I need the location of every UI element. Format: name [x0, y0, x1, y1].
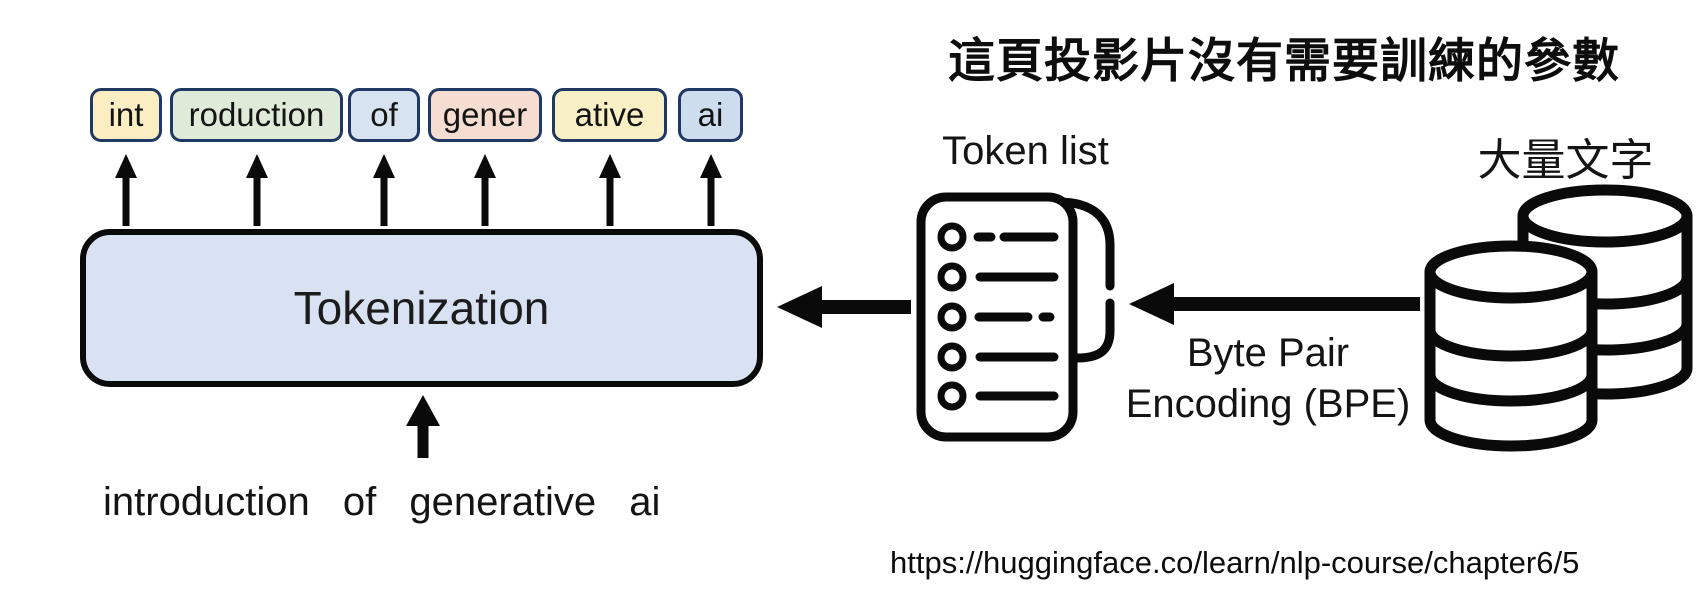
- database-stack-icon: [1424, 184, 1693, 452]
- token-chip-ai: ai: [678, 88, 743, 142]
- corpus-label: 大量文字: [1477, 136, 1654, 185]
- token-list-label: Token list: [942, 129, 1109, 173]
- up-arrow-icon: [246, 154, 268, 226]
- token-chip-gener: gener: [428, 88, 542, 142]
- up-arrow-icon: [474, 154, 496, 226]
- bpe-label-line2: Encoding (BPE): [1125, 382, 1411, 426]
- up-arrow-icon: [373, 154, 395, 226]
- token-chip-of: of: [348, 88, 420, 142]
- database-front-cylinder: [1424, 240, 1598, 452]
- input-up-arrow-icon: [406, 395, 440, 458]
- bpe-arrow-icon: [1129, 283, 1420, 325]
- up-arrow-icon: [599, 154, 621, 226]
- token-chip-ative: ative: [552, 88, 667, 142]
- up-arrow-icon: [700, 154, 722, 226]
- tokenlist-to-tokenization-arrow-icon: [777, 286, 911, 328]
- bpe-label: Byte Pair Encoding (BPE): [1118, 328, 1418, 430]
- input-sentence: introduction of generative ai: [103, 480, 661, 524]
- scroll-list-icon: [916, 192, 1115, 442]
- tokenization-box: Tokenization: [80, 229, 763, 387]
- token-output-arrows: [115, 154, 722, 226]
- source-url-text: https://huggingface.co/learn/nlp-course/…: [890, 545, 1580, 580]
- bpe-label-line1: Byte Pair: [1186, 331, 1350, 375]
- slide-title: 這頁投影片沒有需要訓練的參數: [948, 34, 1620, 87]
- tokenization-box-label: Tokenization: [293, 282, 550, 334]
- up-arrow-icon: [115, 154, 137, 226]
- token-chip-int: int: [90, 88, 162, 142]
- token-chip-roduction: roduction: [170, 88, 343, 142]
